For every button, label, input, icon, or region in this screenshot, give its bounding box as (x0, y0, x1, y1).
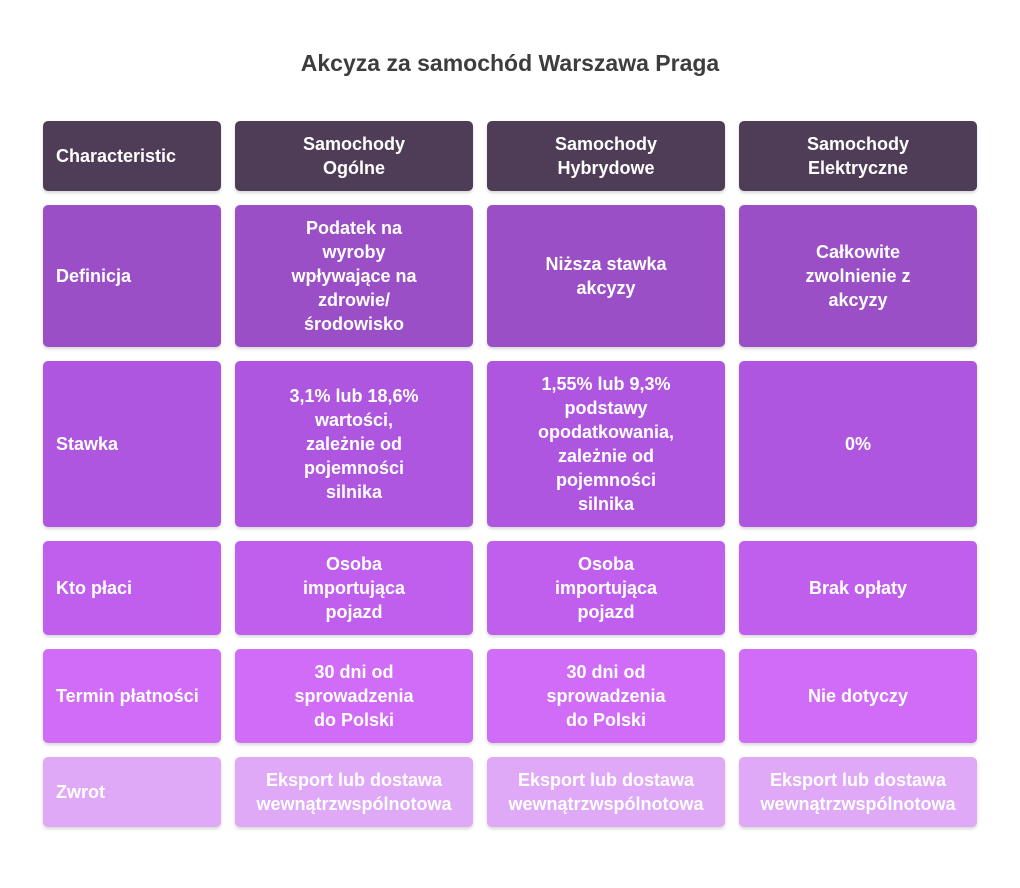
cell-text: Zwrot (56, 782, 105, 802)
row-label-refund: Zwrot (43, 757, 221, 827)
cell-text: 0% (844, 434, 871, 454)
cell-deadline-electric: Nie dotyczy (739, 649, 977, 743)
page-title: Akcyza za samochód Warszawa Praga (300, 50, 720, 76)
row-label-rate: Stawka (43, 361, 221, 527)
header-characteristic: Characteristic (43, 121, 221, 191)
cell-payer-electric: Brak opłaty (739, 541, 977, 635)
cell-text: Kto płaci (56, 578, 133, 598)
row-label-payment-deadline: Termin płatności (43, 649, 221, 743)
cell-text: Stawka (56, 434, 119, 454)
cell-text: Termin płatności (56, 686, 199, 706)
cell-text: Characteristic (56, 146, 177, 166)
row-label-definition: Definicja (43, 205, 221, 347)
cell-rate-electric: 0% (739, 361, 977, 527)
cell-text: Brak opłaty (808, 578, 908, 598)
row-label-payer: Kto płaci (43, 541, 221, 635)
cell-text: Nie dotyczy (807, 686, 909, 706)
cell-text: Definicja (56, 266, 132, 286)
